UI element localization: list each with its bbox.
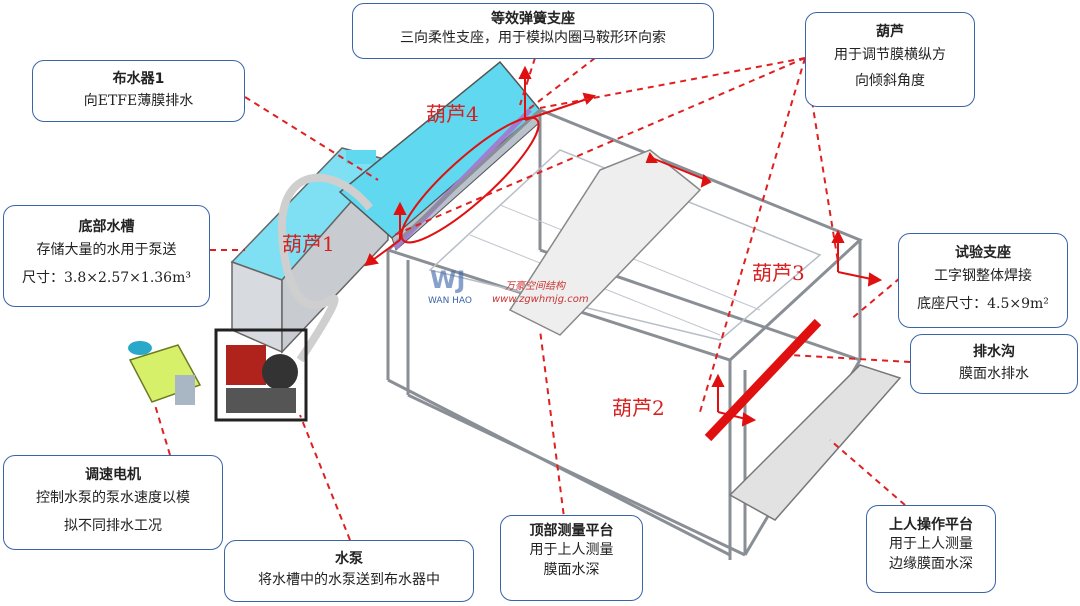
callout-side-platform: 上人操作平台 用于上人测量 边缘膜面水深 (866, 505, 996, 593)
callout-title: 底部水槽 (78, 219, 135, 235)
callout-desc: 用于上人测量 (889, 536, 973, 552)
callout-drain: 排水沟 膜面水排水 (910, 334, 1078, 394)
callout-title: 等效弹簧支座 (491, 11, 575, 27)
callout-desc: 三向柔性支座，用于模拟内圈马鞍形环向索 (400, 30, 666, 46)
callout-desc: 工字钢整体焊接 (934, 268, 1032, 284)
axis-arrows (364, 65, 883, 427)
callout-desc: 拟不同排水工况 (64, 518, 162, 534)
callout-title: 顶部测量平台 (529, 523, 614, 539)
callout-desc: 边缘膜面水深 (889, 556, 973, 572)
drain-channel (704, 318, 822, 442)
callout-title: 上人操作平台 (889, 517, 973, 533)
watermark-url: www.zgwhmjg.com (492, 294, 589, 305)
top-platform (508, 149, 702, 336)
gourd-4-label: 葫芦4 (426, 102, 479, 126)
callout-top-platform: 顶部测量平台 用于上人测量 膜面水深 (500, 515, 643, 601)
gourd-3-label: 葫芦3 (752, 261, 805, 285)
callout-title: 排水沟 (973, 344, 1015, 360)
callout-title: 试验支座 (955, 245, 1011, 261)
spring-support-ring (400, 116, 540, 244)
side-platform (728, 364, 902, 521)
hose (277, 173, 374, 363)
callout-pump: 水泵 将水槽中的水泵送到布水器中 (224, 540, 474, 602)
callout-desc: 膜面水深 (543, 562, 600, 578)
motor (128, 341, 202, 405)
callout-desc: 膜面水排水 (959, 366, 1029, 382)
callout-desc: 尺寸：3.8×2.57×1.36m³ (22, 270, 191, 286)
callout-distributor: 布水器1 向ETFE薄膜排水 (32, 60, 245, 122)
callout-title: 布水器1 (112, 71, 165, 87)
pump (214, 328, 308, 422)
callout-motor: 调速电机 控制水泵的泵水速度以模 拟不同排水工况 (3, 455, 223, 550)
watermark-logo: WJ (430, 266, 465, 294)
gourd-1-label: 葫芦1 (282, 232, 335, 256)
callout-title: 调速电机 (85, 467, 141, 483)
callout-title: 葫芦 (876, 24, 904, 40)
gourd-2-label: 葫芦2 (612, 396, 665, 420)
callout-test-support: 试验支座 工字钢整体焊接 底座尺寸：4.5×9m² (898, 233, 1068, 328)
callout-gourd: 葫芦 用于调节膜横纵方 向倾斜角度 (805, 12, 975, 107)
callout-bottom-tank: 底部水槽 存储大量的水用于泵送 尺寸：3.8×2.57×1.36m³ (3, 205, 210, 307)
callout-desc: 控制水泵的泵水速度以模 (36, 490, 190, 506)
callout-desc: 用于调节膜横纵方 (834, 47, 946, 63)
callout-desc: 底座尺寸：4.5×9m² (917, 296, 1049, 312)
callout-spring-support: 等效弹簧支座 三向柔性支座，用于模拟内圈马鞍形环向索 (352, 3, 714, 59)
watermark-brand: WAN HAO (428, 296, 473, 306)
callout-desc: 向倾斜角度 (855, 73, 925, 89)
callout-desc: 用于上人测量 (529, 542, 614, 558)
callout-desc: 将水槽中的水泵送到布水器中 (258, 572, 440, 588)
watermark-name: 万豪空间结构 (505, 281, 565, 292)
svg-text:WJ: WJ (430, 266, 465, 294)
callout-title: 水泵 (335, 551, 363, 567)
callout-desc: 存储大量的水用于泵送 (36, 242, 177, 258)
callout-desc: 向ETFE薄膜排水 (83, 93, 194, 109)
